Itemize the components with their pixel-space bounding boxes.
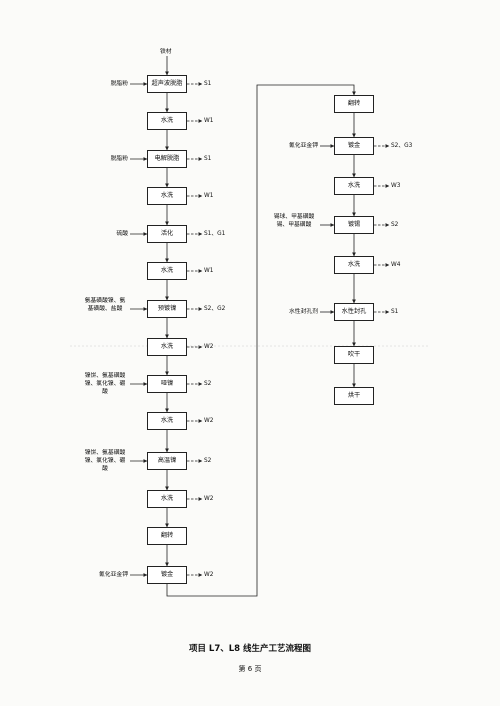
left_column-emission-2: W1 [204, 118, 214, 124]
right_column-additive-2: 氰化亚金钾 [289, 143, 318, 149]
left_column-additive-7: 氨基磺酸镍、氨基磺酸、盐酸 [84, 298, 126, 312]
right_column-emission-3: W3 [391, 183, 401, 189]
right_column-step-6: 水性封孔 [334, 303, 374, 321]
left_column-additive-11: 镍饼、氨基磺酸镍、氯化镍、硼酸 [84, 450, 126, 472]
left_column-additive-14: 氰化亚金钾 [99, 572, 128, 578]
left_column-step-6: 水洗 [147, 262, 187, 280]
left_column-additive-9: 镍饼、氨基磺酸镍、氯化镍、硼酸 [84, 373, 126, 395]
right_column-step-2: 镀金 [334, 137, 374, 155]
right_column-emission-6: S1 [391, 309, 399, 315]
left_column-step-13: 翻转 [147, 527, 187, 545]
right_column-step-1: 翻转 [334, 95, 374, 113]
left_column-step-10: 水洗 [147, 412, 187, 430]
left_column-emission-1: S1 [204, 81, 212, 87]
left_column-step-12: 水洗 [147, 490, 187, 508]
left_column-emission-4: W1 [204, 193, 214, 199]
right_column-step-7: 吹干 [334, 346, 374, 364]
right_column-additive-6: 水性封孔剂 [289, 309, 318, 315]
left_column-step-1: 超声波脱脂 [147, 75, 187, 93]
left_column-step-9: 哑镍 [147, 375, 187, 393]
left_column-emission-3: S1 [204, 156, 212, 162]
right_column-step-4: 镀锡 [334, 216, 374, 234]
left_column-emission-8: W2 [204, 344, 214, 350]
left_column-step-11: 高温镍 [147, 452, 187, 470]
left_column-step-8: 水洗 [147, 338, 187, 356]
left_column-emission-9: S2 [204, 381, 212, 387]
right_column-emission-4: S2 [391, 222, 399, 228]
left_column-step-4: 水洗 [147, 187, 187, 205]
input-label: 铁材 [160, 49, 172, 55]
left_column-emission-6: W1 [204, 268, 214, 274]
left_column-emission-10: W2 [204, 418, 214, 424]
left_column-emission-11: S2 [204, 458, 212, 464]
left_column-step-5: 活化 [147, 225, 187, 243]
left_column-emission-14: W2 [204, 572, 214, 578]
left_column-additive-5: 硫酸 [116, 231, 128, 237]
left_column-step-2: 水洗 [147, 112, 187, 130]
left_column-emission-12: W2 [204, 496, 214, 502]
page-number: 第 6 页 [238, 665, 262, 673]
left_column-emission-7: S2、G2 [204, 306, 226, 312]
left_column-step-3: 电解脱脂 [147, 150, 187, 168]
left_column-additive-3: 脱脂粉 [110, 156, 128, 162]
right_column-step-3: 水洗 [334, 177, 374, 195]
right_column-step-5: 水洗 [334, 256, 374, 274]
left_column-emission-5: S1、G1 [204, 231, 226, 237]
right_column-step-8: 烘干 [334, 387, 374, 405]
right_column-emission-2: S2、G3 [391, 143, 413, 149]
left_column-step-7: 预镀镍 [147, 300, 187, 318]
left_column-step-14: 镀金 [147, 566, 187, 584]
left_column-additive-1: 脱脂粉 [110, 81, 128, 87]
figure-caption: 项目 L7、L8 线生产工艺流程图 [188, 644, 312, 654]
right_column-emission-5: W4 [391, 262, 401, 268]
right_column-additive-4: 锡球、甲基磺酸锡、甲基磺酸 [273, 214, 315, 228]
